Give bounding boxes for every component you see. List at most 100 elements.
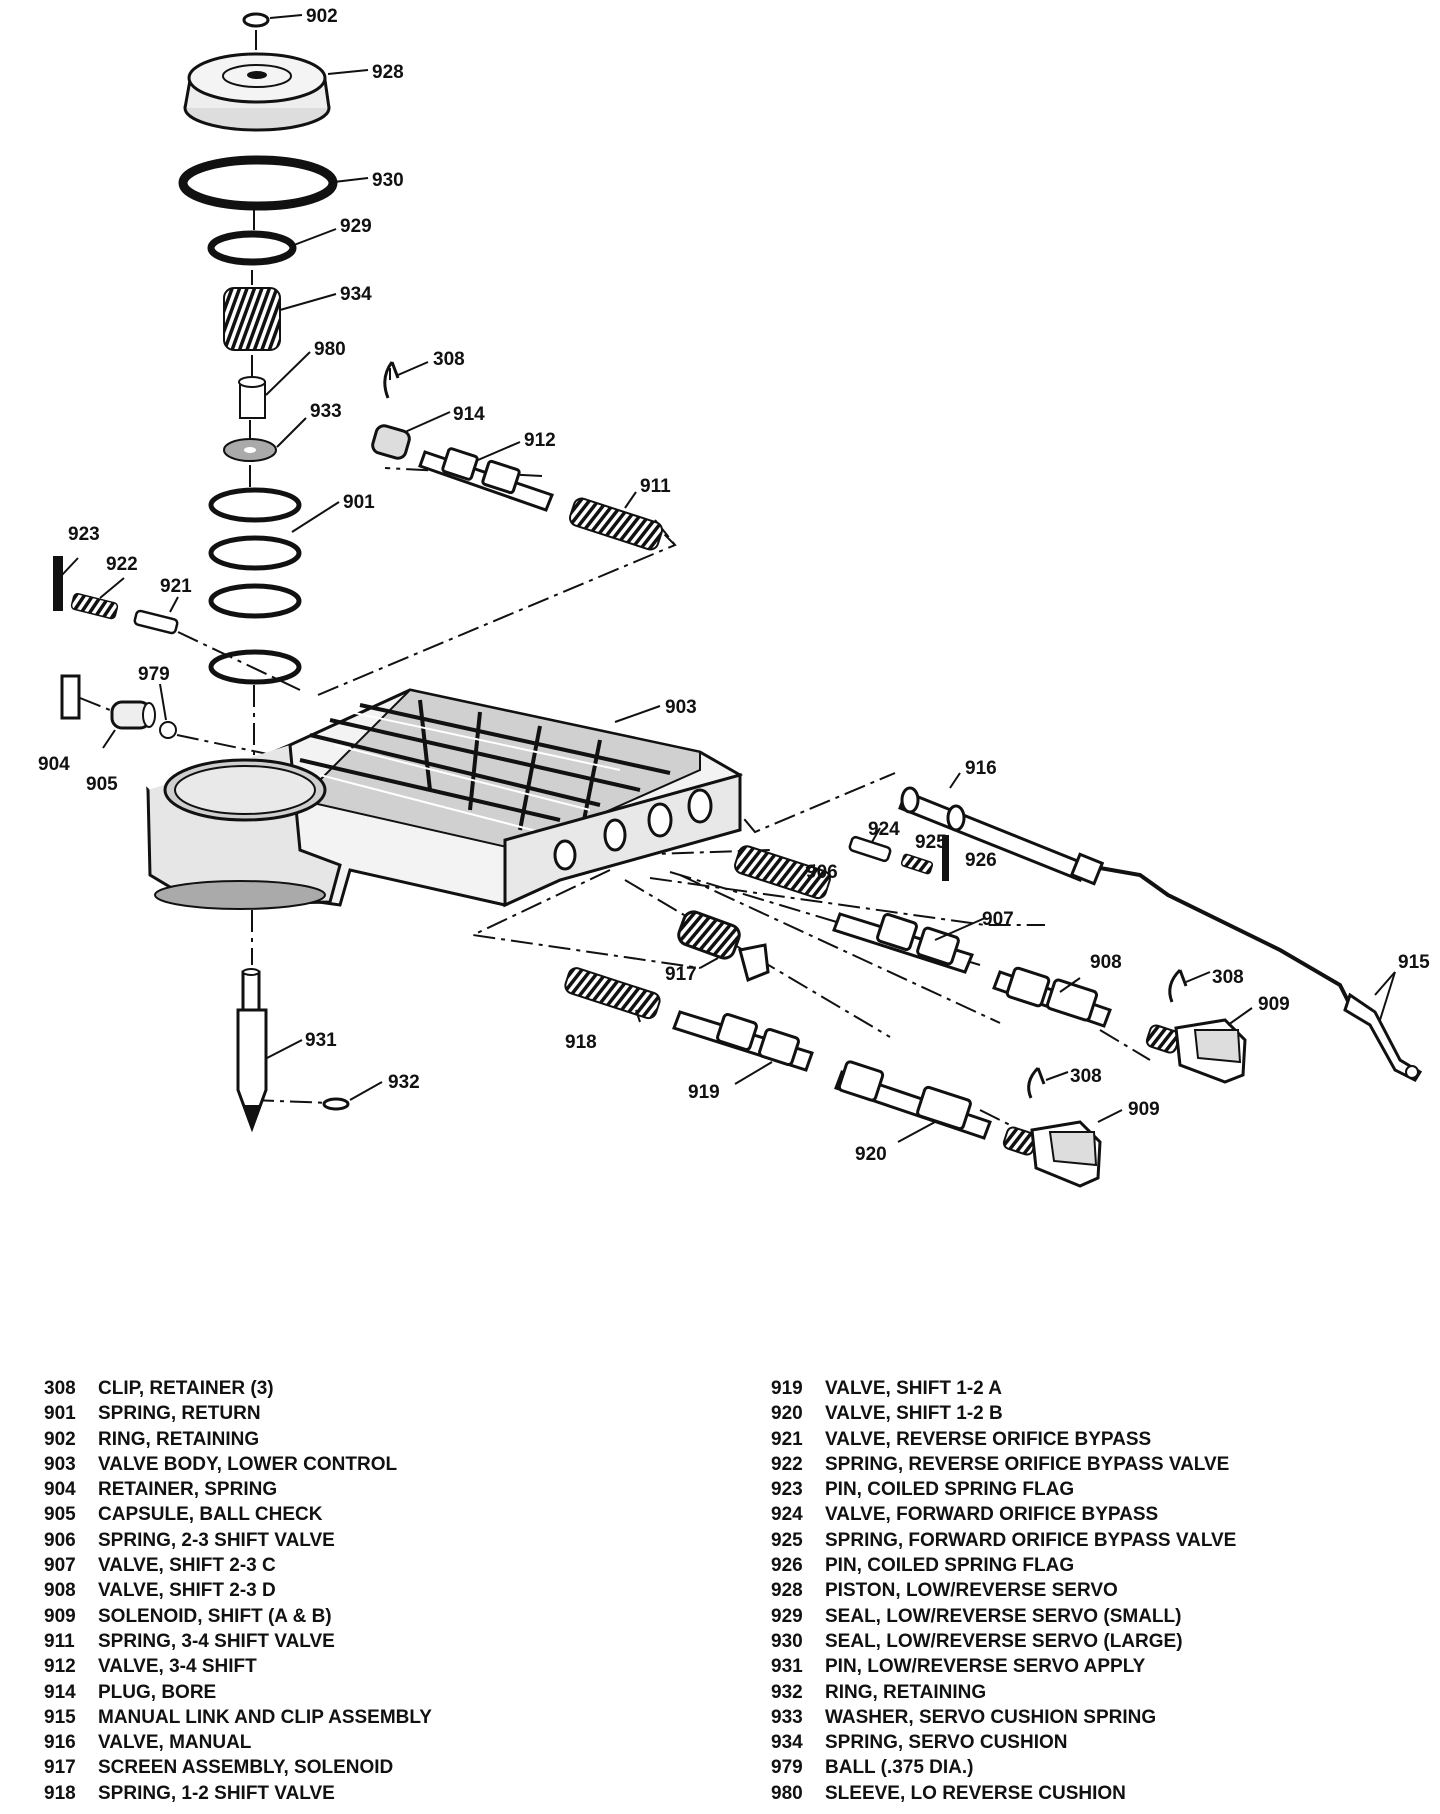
callout-926: 926 (965, 850, 997, 871)
manual-link-915 (1099, 866, 1423, 1082)
reverse-bypass-spring-922 (70, 577, 125, 620)
callout-909-upper: 909 (1258, 994, 1290, 1015)
legend-row: 906 SPRING, 2-3 SHIFT VALVE (44, 1528, 432, 1553)
clip-308-low (1027, 1066, 1069, 1099)
callout-919: 919 (688, 1082, 720, 1103)
callout-979: 979 (138, 664, 170, 685)
legend-part-number: 925 (771, 1529, 803, 1551)
legend-part-description: VALVE, REVERSE ORIFICE BYPASS (825, 1428, 1152, 1450)
callout-920: 920 (855, 1144, 887, 1165)
legend-part-description: SPRING, 2-3 SHIFT VALVE (98, 1529, 335, 1551)
shift-valve-919 (672, 1010, 814, 1085)
callout-923: 923 (68, 524, 100, 545)
legend-part-description: RETAINER, SPRING (98, 1479, 278, 1501)
clip-308-mid (1168, 968, 1211, 1003)
callout-914: 914 (453, 404, 485, 425)
legend-part-description: PIN, LOW/REVERSE SERVO APPLY (825, 1656, 1146, 1678)
legend-part-number: 919 (771, 1378, 803, 1399)
legend-part-description: CLIP, RETAINER (3) (98, 1378, 274, 1399)
legend-part-description: PIN, COILED SPRING FLAG (825, 1479, 1075, 1501)
assembly-lines (79, 30, 1151, 1126)
callout-929: 929 (340, 216, 372, 237)
legend-row: 912 VALVE, 3-4 SHIFT (44, 1654, 432, 1679)
ball-check-capsule-905 (102, 700, 156, 749)
shift-spring-911 (569, 491, 663, 551)
legend-row: 917 SCREEN ASSEMBLY, SOLENOID (44, 1755, 432, 1780)
legend-part-description: SOLENOID, SHIFT (A & B) (98, 1605, 332, 1627)
legend-part-number: 921 (771, 1428, 803, 1450)
legend-part-number: 918 (44, 1782, 76, 1804)
callout-916: 916 (965, 758, 997, 779)
callout-934: 934 (340, 284, 372, 305)
legend-part-number: 906 (44, 1529, 76, 1551)
legend-part-number: 903 (44, 1453, 76, 1475)
legend-part-number: 926 (771, 1555, 803, 1577)
legend-part-description: SEAL, LOW/REVERSE SERVO (LARGE) (825, 1630, 1183, 1652)
legend-part-description: PISTON, LOW/REVERSE SERVO (825, 1580, 1118, 1602)
shift-valve-907 (832, 912, 986, 974)
legend-part-description: MANUAL LINK AND CLIP ASSEMBLY (98, 1706, 432, 1728)
legend-part-number: 934 (771, 1732, 803, 1754)
callout-308-mid: 308 (1212, 967, 1244, 988)
shift-valve-908 (992, 966, 1112, 1028)
servo-apply-pin-931 (236, 968, 303, 1133)
legend-part-description: VALVE, 3-4 SHIFT (98, 1656, 257, 1678)
legend-part-description: VALVE, FORWARD ORIFICE BYPASS (825, 1504, 1159, 1526)
callout-904: 904 (38, 754, 70, 775)
shift-valve-912 (418, 441, 554, 512)
legend-part-number: 911 (44, 1630, 75, 1652)
bore-plug-914 (371, 411, 451, 460)
legend-part-number: 929 (771, 1605, 803, 1627)
legend-part-number: 907 (44, 1555, 76, 1577)
callout-921: 921 (160, 576, 192, 597)
callout-918: 918 (565, 1032, 597, 1053)
legend-part-description: VALVE BODY, LOWER CONTROL (98, 1453, 398, 1475)
legend-part-description: VALVE, SHIFT 2-3 D (98, 1580, 276, 1602)
legend-part-number: 928 (771, 1580, 803, 1602)
servo-piston-928 (183, 52, 369, 132)
legend-part-description: PLUG, BORE (98, 1681, 217, 1703)
legend-part-number: 912 (44, 1656, 76, 1678)
return-spring-901 (208, 487, 340, 685)
callout-930: 930 (372, 170, 404, 191)
callout-980: 980 (314, 339, 346, 360)
coiled-pin-926 (942, 835, 949, 881)
valve-body-lower-control-903 (146, 688, 743, 910)
legend-part-description: VALVE, SHIFT 2-3 C (98, 1555, 276, 1577)
legend-part-number: 915 (44, 1706, 76, 1728)
legend-part-number: 908 (44, 1580, 76, 1602)
legend-part-number: 917 (44, 1757, 76, 1779)
legend-row: 903 VALVE BODY, LOWER CONTROL (44, 1452, 432, 1477)
callout-909-lower: 909 (1128, 1099, 1160, 1120)
legend-part-number: 922 (771, 1453, 803, 1475)
legend-part-description: VALVE, SHIFT 1-2 B (825, 1403, 1003, 1425)
legend-row: 909 SOLENOID, SHIFT (A & B) (44, 1604, 432, 1629)
legend-part-number: 930 (771, 1630, 803, 1652)
legend-part-number: 909 (44, 1605, 76, 1627)
legend-part-description: SCREEN ASSEMBLY, SOLENOID (98, 1757, 394, 1779)
shift-solenoid-909-upper (1145, 1007, 1253, 1084)
legend-part-description: SPRING, 1-2 SHIFT VALVE (98, 1782, 335, 1804)
solenoid-screen-917 (677, 910, 770, 983)
legend-part-number: 308 (44, 1378, 76, 1399)
ball-979 (159, 683, 177, 739)
ring-retaining-932 (322, 1081, 383, 1111)
clip-308-top (383, 361, 429, 399)
callout-labels: 902 928 930 929 934 980 933 901 308 914 … (38, 6, 1430, 1165)
